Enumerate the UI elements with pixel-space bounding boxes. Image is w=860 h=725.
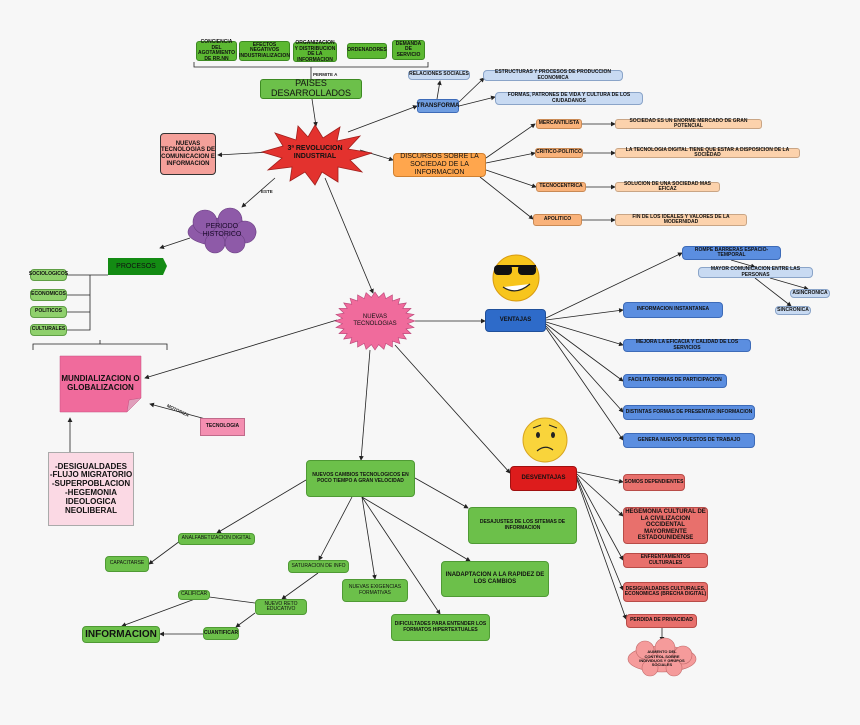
cambio-item[interactable]: INADAPTACION A LA RAPIDEZ DE LOS CAMBIOS: [441, 561, 549, 597]
cambio-item[interactable]: NUEVAS EXIGENCIAS FORMATIVAS: [342, 579, 408, 602]
cambio-item[interactable]: DESAJUSTES DE LOS SITEMAS DE INFORMACION: [468, 507, 577, 544]
aumento-control[interactable]: AUMENTO DEL CONTROL SOBRE INDIVIDUOS Y G…: [639, 649, 685, 668]
proceso-economicos[interactable]: ECONOMICOS: [30, 289, 67, 301]
nuevas-tecnologias[interactable]: NUEVAS TECNOLOGIAS: [353, 314, 397, 327]
consecuencia: -DESIGUALDADES: [54, 461, 127, 471]
cambio-item[interactable]: DIFICULTADES PARA ENTENDER LOS FORMATOS …: [391, 614, 490, 641]
paises-desarrollados[interactable]: PAISES DESARROLLADOS: [260, 78, 362, 99]
factor-ordenadores[interactable]: ORDENADORES: [347, 43, 387, 59]
desventajas[interactable]: DESVENTAJAS: [510, 466, 577, 491]
factor-conciencia[interactable]: CONCIENCIA DEL AGOTAMIENTO DE RR.NN: [196, 39, 237, 62]
informacion[interactable]: INFORMACION: [82, 626, 160, 643]
ventaja-item[interactable]: MAYOR COMUNICACION ENTRE LAS PERSONAS: [698, 266, 813, 278]
cambio-item[interactable]: CAPACITARSE: [105, 556, 149, 572]
este-label: ESTE: [261, 189, 273, 194]
ventaja-item[interactable]: GENERA NUEVOS PUESTOS DE TRABAJO: [623, 433, 755, 448]
procesos[interactable]: PROCESOS: [116, 262, 156, 270]
transforma[interactable]: TRANSFORMA: [417, 99, 459, 113]
proceso-politicos[interactable]: POLITICOS: [30, 306, 67, 318]
consecuencia: -SUPERPOBLACION: [51, 479, 131, 489]
ventaja-item[interactable]: ASINCRONICA: [790, 289, 830, 298]
estructuras-produccion[interactable]: ESTRUCTURAS Y PROCESOS DE PRODUCCION ECO…: [483, 69, 623, 81]
procesos-shape: [108, 258, 167, 275]
consecuencia: -HEGEMONIA: [65, 488, 117, 497]
discurso-mercantilista[interactable]: MERCANTILISTA: [536, 119, 582, 129]
discurso-desc[interactable]: SOLUCION DE UNA SOCIEDAD MAS EFICAZ: [615, 181, 720, 192]
discurso-apolitico[interactable]: APOLITICO: [533, 214, 582, 226]
discurso-desc[interactable]: LA TECNOLOGIA DIGITAL TIENE QUE ESTAR A …: [615, 147, 800, 158]
ventaja-item[interactable]: INFORMACION INSTANTANEA: [623, 302, 723, 318]
tecnologia[interactable]: TECNOLOGIA: [200, 418, 245, 436]
consecuencia: NEOLIBERAL: [65, 505, 117, 515]
cambio-item[interactable]: SATURACION DE INFO: [288, 560, 349, 573]
periodo-historico[interactable]: PERIODO HISTORICO: [202, 223, 242, 238]
factor-demanda[interactable]: DEMANDA DE SERVICIO: [392, 40, 425, 60]
relaciones-sociales[interactable]: RELACIONES SOCIALES: [408, 70, 470, 80]
discurso-critico-politico[interactable]: CRITICO-POLITICO: [535, 148, 583, 158]
proceso-culturales[interactable]: CULTURALES: [30, 324, 67, 336]
desventaja-item[interactable]: HEGEMONIA CULTURAL DE LA CIVILIZACION OC…: [623, 507, 708, 544]
discursos[interactable]: DISCURSOS SOBRE LA SOCIEDAD DE LA INFORM…: [393, 153, 486, 177]
consecuencia: IDEOLOGICA: [65, 496, 117, 506]
desventaja-item[interactable]: ENFRENTAMIENTOS CULTURALES: [623, 553, 708, 568]
formas-patrones[interactable]: FORMAS, PATRONES DE VIDA Y CULTURA DE LO…: [495, 92, 643, 105]
desventaja-item[interactable]: SOMOS DEPENDIENTES: [623, 474, 685, 491]
cambio-item[interactable]: ANALFABETIZACION DIGITAL: [178, 533, 255, 545]
ventajas[interactable]: VENTAJAS: [485, 309, 546, 332]
nuevas-tic[interactable]: NUEVAS TECNOLOGIAS DE COMUNICACION E INF…: [160, 133, 216, 175]
ventaja-item[interactable]: FACILITA FORMAS DE PARTICIPACION: [623, 374, 727, 388]
permite-label: PERMITE A: [313, 72, 338, 77]
desventaja-item[interactable]: DESIGUALDADES CULTURALES, ECONOMICAS (BR…: [623, 582, 708, 602]
worried-emoji: [522, 417, 568, 463]
mundializacion[interactable]: MUNDIALIZACION O GLOBALIZACION: [61, 374, 140, 392]
nuevas-tecnologias-star-shape: [334, 291, 416, 351]
revolucion-industrial[interactable]: 3ª REVOLUCION INDUSTRIAL: [287, 145, 343, 160]
discurso-tecnocentrica[interactable]: TECNOCENTRICA: [536, 182, 586, 192]
factor-efectos[interactable]: EFECTOS NEGATIVOS INDUSTRIALIZACION: [239, 41, 290, 61]
ventaja-item[interactable]: SINCRONICA: [775, 306, 811, 315]
ventaja-item[interactable]: DISTINTAS FORMAS DE PRESENTAR INFORMACIO…: [623, 405, 755, 420]
aumento-cloud-shape: [627, 637, 697, 677]
cambio-item[interactable]: NUEVO RETO EDUCATIVO: [255, 599, 307, 615]
ventaja-item[interactable]: MEJORA LA EFICACIA Y CALIDAD DE LOS SERV…: [623, 339, 751, 352]
periodo-cloud-shape: [187, 207, 257, 254]
consecuencias-list: -DESIGUALDADES -FLUJO MIGRATORIO -SUPERP…: [48, 452, 134, 526]
factor-organizacion[interactable]: ORGANIZACION Y DISTRIBUCION DE LA INFORM…: [293, 40, 337, 63]
cambio-item[interactable]: CALIFICAR: [178, 590, 210, 600]
desventaja-item[interactable]: PERDIDA DE PRIVACIDAD: [626, 614, 697, 628]
cool-emoji: [492, 254, 540, 302]
ventaja-item[interactable]: ROMPE BARRERAS ESPACIO-TEMPORAL: [682, 246, 781, 260]
cambio-item[interactable]: CUANTIFICAR: [203, 627, 239, 640]
proceso-sociologicos[interactable]: SOCIOLOGICOS: [29, 269, 68, 281]
revolution-star-shape: [260, 124, 373, 186]
discurso-desc[interactable]: FIN DE LOS IDEALES Y VALORES DE LA MODER…: [615, 214, 747, 226]
discurso-desc[interactable]: SOCIEDAD ES UN ENORME MERCADO DE GRAN PO…: [615, 118, 762, 129]
consecuencia: -FLUJO MIGRATORIO: [49, 470, 133, 480]
nuevos-cambios[interactable]: NUEVOS CAMBIOS TECNOLOGICOS EN POCO TIEM…: [306, 460, 415, 497]
